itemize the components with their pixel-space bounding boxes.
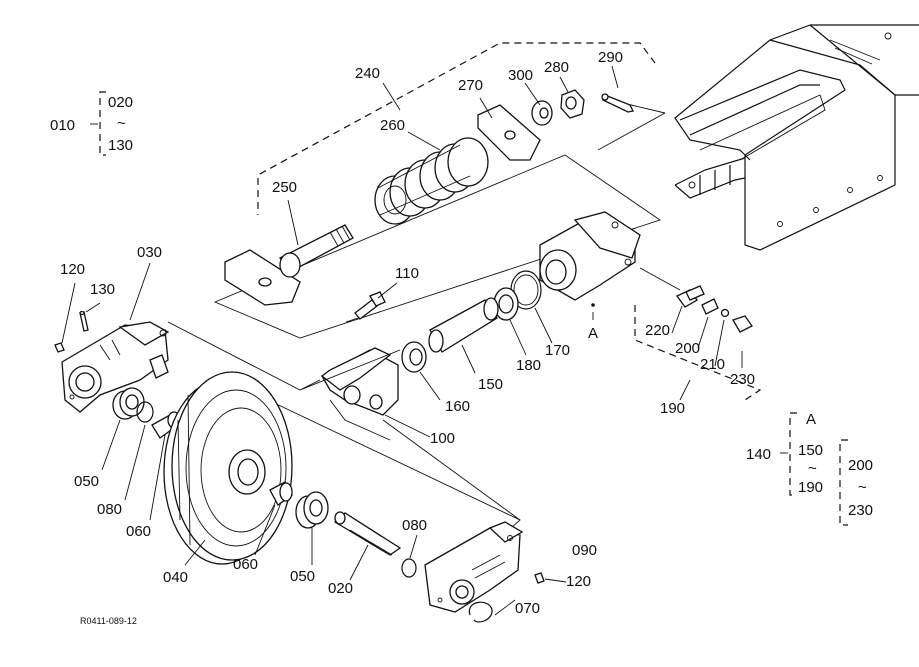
label-190-range-end: 190 xyxy=(798,479,823,496)
label-130: 130 xyxy=(90,281,115,298)
leader-lines-lower xyxy=(61,262,567,616)
label-060-left: 060 xyxy=(126,523,151,540)
track-frame xyxy=(674,24,919,251)
part-100-bracket xyxy=(320,347,399,441)
label-tilde-2: ~ xyxy=(808,460,817,477)
part-290-cotter-pin xyxy=(601,93,634,113)
label-260: 260 xyxy=(380,117,405,134)
leader-lines xyxy=(287,65,619,438)
part-070-snap-ring xyxy=(468,601,493,623)
part-270-plate xyxy=(477,104,541,161)
label-210: 210 xyxy=(700,356,725,373)
part-110-bolt xyxy=(345,291,386,323)
label-160: 160 xyxy=(445,398,470,415)
part-020-shaft xyxy=(333,511,402,556)
label-170: 170 xyxy=(545,342,570,359)
label-A-range: A xyxy=(806,411,816,428)
label-030: 030 xyxy=(137,244,162,261)
label-230: 230 xyxy=(730,371,755,388)
part-040-idler-wheel xyxy=(163,371,293,565)
label-090: 090 xyxy=(572,542,597,559)
label-120-left: 120 xyxy=(60,261,85,278)
part-030-bracket xyxy=(61,321,170,413)
label-110: 110 xyxy=(395,265,419,282)
part-050-collar-right xyxy=(295,491,329,529)
label-tilde-3: ~ xyxy=(858,479,867,496)
part-250-rod xyxy=(224,224,354,306)
label-180: 180 xyxy=(516,357,541,374)
grease-valve-group xyxy=(634,267,762,401)
label-130-range-end: 130 xyxy=(108,137,133,154)
label-020-range-start: 020 xyxy=(108,94,133,111)
label-150-range-start: 150 xyxy=(798,442,823,459)
part-120-nipple-left xyxy=(54,342,65,353)
part-050-collar-left xyxy=(112,387,145,420)
part-300-washer xyxy=(531,100,553,126)
part-130-pin xyxy=(79,310,89,332)
label-020: 020 xyxy=(328,580,353,597)
label-080-right: 080 xyxy=(402,517,427,534)
range-brackets xyxy=(90,91,848,526)
part-cylinder-housing xyxy=(539,211,641,307)
label-200: 200 xyxy=(675,340,700,357)
part-280-nut xyxy=(560,89,585,119)
part-080-oring-right xyxy=(401,558,417,578)
part-160-seal xyxy=(401,341,427,373)
reference-code: R0411-089-12 xyxy=(80,616,137,626)
label-100: 100 xyxy=(430,430,455,447)
label-250: 250 xyxy=(272,179,297,196)
label-270: 270 xyxy=(458,77,483,94)
label-200-range-start: 200 xyxy=(848,457,873,474)
label-080-left: 080 xyxy=(97,501,122,518)
label-190: 190 xyxy=(660,400,685,417)
label-230-range-end: 230 xyxy=(848,502,873,519)
part-120-nipple-right xyxy=(534,572,545,584)
label-060-right: 060 xyxy=(233,556,258,573)
label-010: 010 xyxy=(50,117,75,134)
label-300: 300 xyxy=(508,67,533,84)
label-240: 240 xyxy=(355,65,380,82)
part-150-piston xyxy=(428,297,499,353)
label-050-left: 050 xyxy=(74,473,99,490)
label-140: 140 xyxy=(746,446,771,463)
part-labels: 010 020 ~ 130 240 270 300 280 290 260 25… xyxy=(50,49,873,626)
part-080-oring-left xyxy=(136,401,154,423)
label-070: 070 xyxy=(515,600,540,617)
spring-assembly-outline xyxy=(213,42,666,339)
label-290: 290 xyxy=(598,49,623,66)
label-040: 040 xyxy=(163,569,188,586)
part-060-bushing-right xyxy=(269,481,293,506)
label-150: 150 xyxy=(478,376,503,393)
label-280: 280 xyxy=(544,59,569,76)
label-A-housing: A xyxy=(588,325,598,342)
part-260-spring xyxy=(374,137,489,225)
label-220: 220 xyxy=(645,322,670,339)
label-tilde-1: ~ xyxy=(117,115,126,132)
label-050-right: 050 xyxy=(290,568,315,585)
label-120-right: 120 xyxy=(566,573,591,590)
part-090-bracket xyxy=(424,521,524,613)
